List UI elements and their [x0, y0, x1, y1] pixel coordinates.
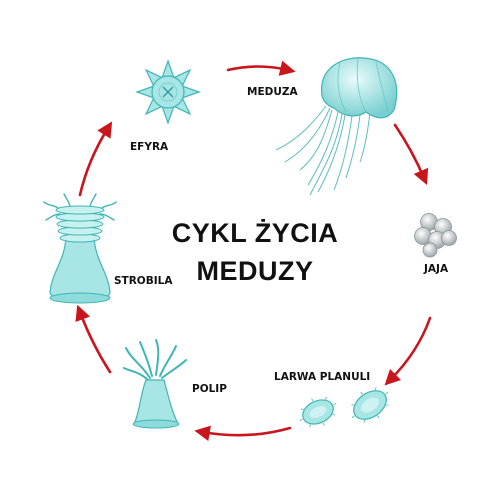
cycle-arrows: [75, 60, 432, 442]
ephyra-icon: [135, 59, 201, 125]
label-efyra: EFYRA: [130, 141, 169, 153]
label-larwa-planuli: LARWA PLANULI: [274, 371, 370, 383]
strobila-icon: [43, 193, 117, 304]
eggs-icon: [414, 213, 457, 258]
arrow-efyra-to-meduza: [226, 60, 296, 76]
arrow-polip-to-strobila: [75, 304, 112, 374]
jellyfish-icon: [275, 57, 398, 196]
label-meduza: MEDUZA: [247, 86, 298, 98]
arrow-strobila-to-efyra: [78, 121, 113, 197]
diagram-title-line-2: MEDUZY: [196, 256, 314, 286]
arrow-larwa-to-polip: [194, 425, 292, 442]
diagram-title-line-1: CYKL ŻYCIA: [171, 218, 339, 248]
planula-larva-icon: [299, 387, 389, 428]
arrow-jaja-to-larwa: [384, 316, 432, 386]
label-polip: POLIP: [192, 383, 227, 395]
arrow-meduza-to-jaja: [393, 123, 429, 186]
polyp-icon: [123, 339, 187, 429]
label-jaja: JAJA: [423, 263, 449, 275]
label-strobila: STROBILA: [114, 275, 173, 287]
